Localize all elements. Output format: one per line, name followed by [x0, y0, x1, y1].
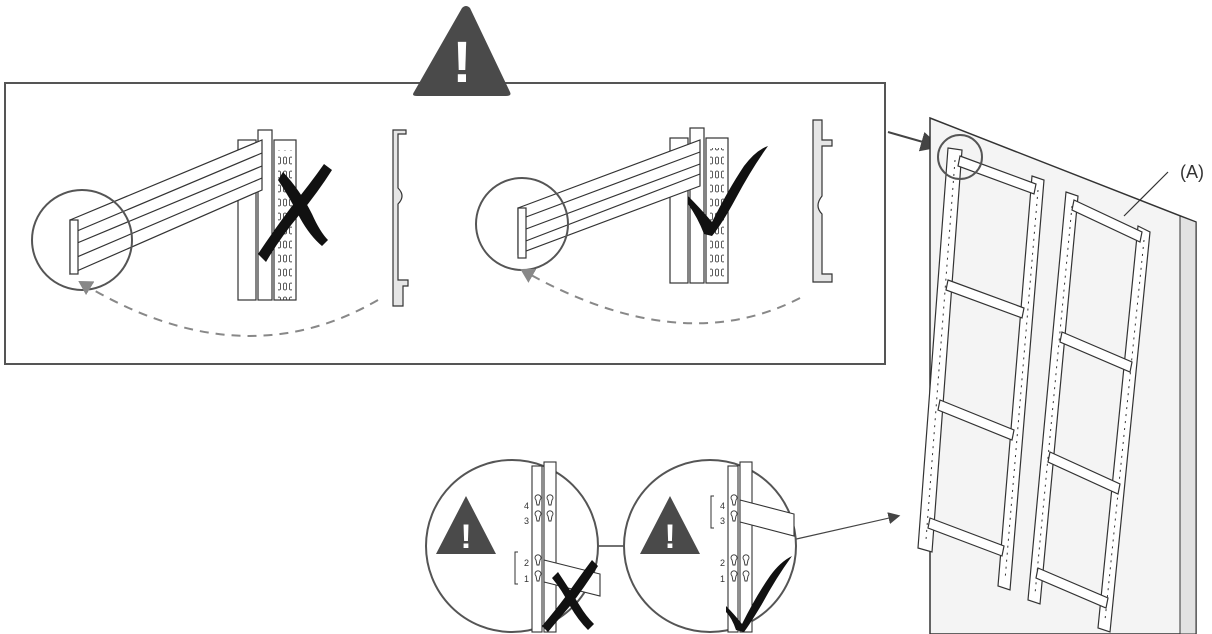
wrong-height-detail: ! 4 3 2 1: [425, 459, 601, 633]
height-marker: 1: [720, 574, 725, 584]
callout-label-a: (A): [1180, 162, 1204, 182]
height-marker: 2: [720, 558, 725, 568]
pointer-arrow: [887, 131, 941, 152]
beam: [69, 139, 263, 275]
height-marker: 3: [524, 516, 529, 526]
check-mark-icon: [726, 556, 792, 632]
beam-profile: [812, 119, 833, 283]
beam-profile: [392, 129, 409, 307]
height-marker: 3: [720, 516, 725, 526]
wrong-assembly-example: [31, 129, 409, 337]
reference-arrow: [520, 268, 801, 325]
callout-leader: [1123, 171, 1169, 217]
wall-panel: [929, 116, 1197, 634]
correct-assembly-example: [475, 119, 833, 325]
height-marker: 4: [524, 501, 529, 511]
height-marker: 4: [720, 501, 725, 511]
highlight-circle: [937, 134, 983, 180]
check-mark-icon: [688, 146, 768, 236]
cross-mark-icon: [542, 560, 598, 632]
beam: [517, 139, 701, 259]
warning-triangle-icon: [640, 496, 700, 554]
cross-mark-icon: [258, 164, 332, 262]
height-marker: 1: [524, 574, 529, 584]
correct-height-detail: ! 4 3 2 1: [623, 459, 797, 633]
reference-arrow: [78, 280, 379, 337]
shelving-frame: [917, 147, 1151, 633]
warning-exclamation: !: [460, 518, 471, 556]
warning-exclamation: !: [664, 518, 675, 556]
warning-exclamation: !: [452, 30, 471, 95]
warning-triangle-icon: !: [413, 6, 511, 96]
pointer-arrow: [791, 512, 901, 541]
warning-triangle-icon: [436, 496, 496, 554]
height-marker: 2: [524, 558, 529, 568]
